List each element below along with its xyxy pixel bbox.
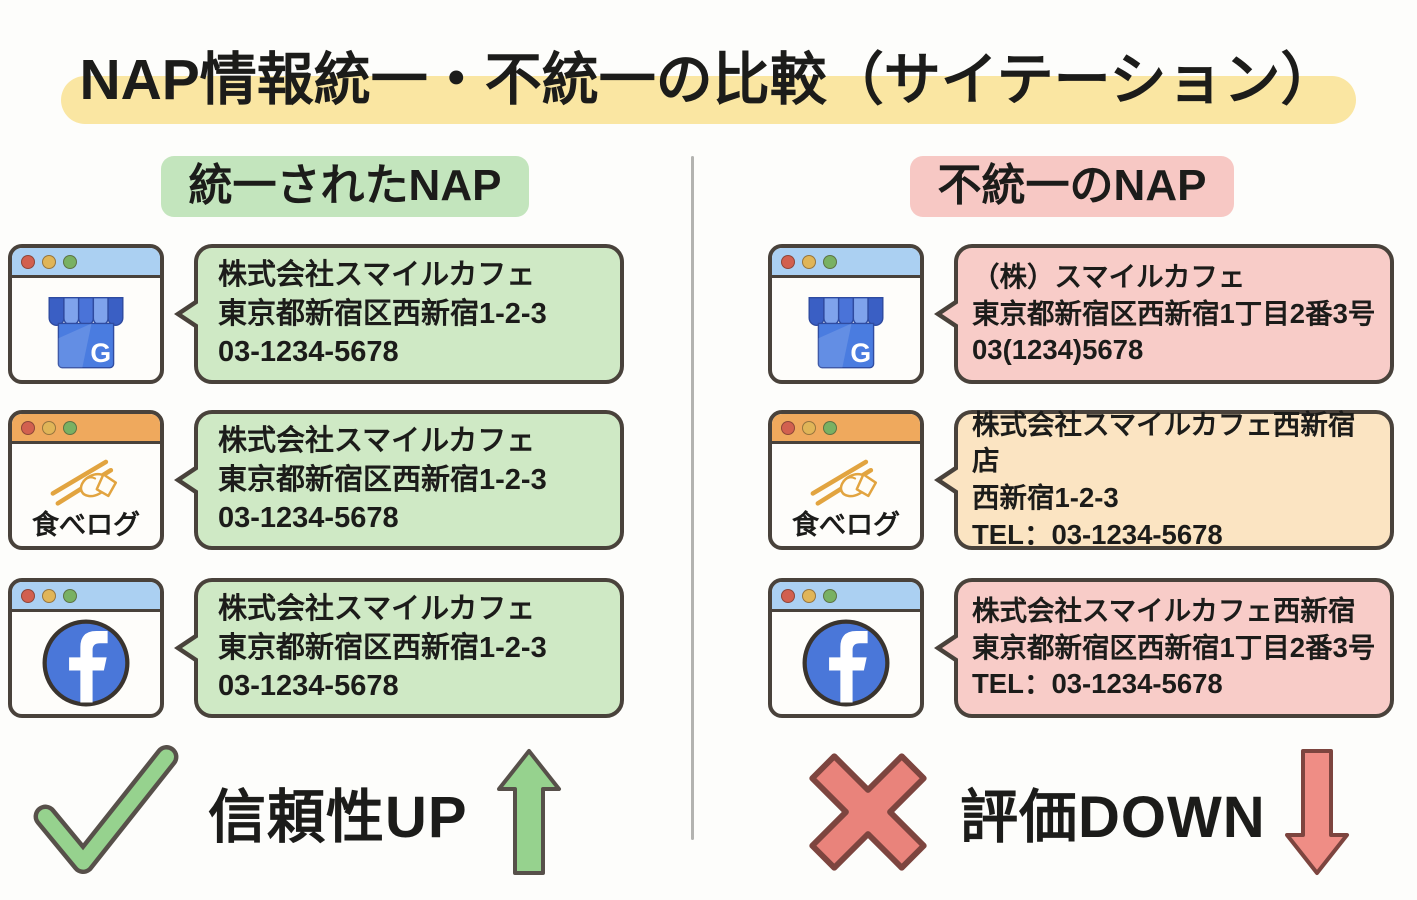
row-unified-facebook: 株式会社スマイルカフェ 東京都新宿区西新宿1-2-3 03-1234-5678 bbox=[8, 578, 624, 718]
window-dot-red-icon bbox=[21, 420, 35, 435]
browser-titlebar bbox=[772, 248, 920, 278]
window-dot-green-icon bbox=[63, 588, 77, 603]
browser-window-google bbox=[8, 244, 164, 384]
window-dot-yellow-icon bbox=[802, 420, 816, 435]
tabelog-chopsticks-icon bbox=[40, 452, 132, 510]
window-dot-red-icon bbox=[21, 254, 35, 269]
nap-phone-line: 03-1234-5678 bbox=[218, 670, 399, 703]
nap-address-line: 西新宿1-2-3 bbox=[972, 482, 1119, 513]
browser-window-facebook bbox=[8, 578, 164, 718]
nap-name-line: 株式会社スマイルカフェ西新宿店 bbox=[972, 408, 1356, 477]
window-dot-green-icon bbox=[63, 254, 77, 269]
window-dot-red-icon bbox=[781, 420, 795, 435]
browser-content bbox=[772, 612, 920, 714]
nap-address-line: 東京都新宿区西新宿1-2-3 bbox=[218, 631, 547, 664]
window-dot-yellow-icon bbox=[802, 588, 816, 603]
browser-titlebar bbox=[12, 248, 160, 278]
unified-nap-badge: 統一されたNAP bbox=[160, 156, 530, 217]
page-title: NAP情報統一・不統一の比較（サイテーション） bbox=[0, 36, 1417, 125]
nap-name-line: 株式会社スマイルカフェ bbox=[218, 593, 536, 626]
inconsistent-nap-badge: 不統一のNAP bbox=[909, 156, 1235, 217]
window-dot-yellow-icon bbox=[802, 254, 816, 269]
trust-up-label: 信頼性UP bbox=[208, 785, 468, 850]
browser-window-tabelog: 食べログ bbox=[8, 410, 164, 550]
inconsistent-verdict: 評価DOWN bbox=[792, 742, 1352, 882]
browser-content bbox=[12, 612, 160, 714]
nap-phone-line: 03-1234-5678 bbox=[218, 336, 399, 369]
rating-down-label: 評価DOWN bbox=[960, 785, 1266, 850]
row-inconsistent-facebook: 株式会社スマイルカフェ西新宿 東京都新宿区西新宿1丁目2番3号 TEL：03-1… bbox=[768, 578, 1394, 718]
browser-titlebar bbox=[12, 582, 160, 612]
nap-address-line: 東京都新宿区西新宿1-2-3 bbox=[218, 297, 547, 330]
title-highlight bbox=[61, 76, 1356, 125]
facebook-icon bbox=[39, 616, 133, 710]
nap-phone-line: TEL：03-1234-5678 bbox=[972, 668, 1223, 700]
nap-phone-line: TEL：03-1234-5678 bbox=[972, 518, 1223, 550]
nap-name-line: （株）スマイルカフェ bbox=[972, 261, 1246, 293]
browser-content bbox=[12, 278, 160, 380]
tabelog-logo-text: 食べログ bbox=[792, 509, 900, 540]
nap-phone-line: 03-1234-5678 bbox=[218, 502, 399, 535]
window-dot-green-icon bbox=[823, 420, 837, 435]
browser-window-google bbox=[768, 244, 924, 384]
nap-bubble: 株式会社スマイルカフェ 東京都新宿区西新宿1-2-3 03-1234-5678 bbox=[174, 244, 624, 384]
inconsistent-column-header: 不統一のNAP bbox=[727, 156, 1417, 217]
browser-content bbox=[772, 278, 920, 380]
window-dot-green-icon bbox=[823, 254, 837, 269]
nap-name-line: 株式会社スマイルカフェ bbox=[218, 259, 536, 292]
nap-address-line: 東京都新宿区西新宿1丁目2番3号 bbox=[972, 297, 1376, 329]
row-inconsistent-tabelog: 食べログ 株式会社スマイルカフェ西新宿店 西新宿1-2-3 TEL：03-123… bbox=[768, 408, 1394, 550]
google-business-icon bbox=[38, 283, 134, 375]
window-dot-red-icon bbox=[781, 588, 795, 603]
browser-content: 食べログ bbox=[772, 444, 920, 546]
browser-content: 食べログ bbox=[12, 444, 160, 546]
google-business-icon bbox=[798, 283, 894, 375]
window-dot-yellow-icon bbox=[42, 588, 56, 603]
window-dot-yellow-icon bbox=[42, 254, 56, 269]
nap-bubble: （株）スマイルカフェ 東京都新宿区西新宿1丁目2番3号 03(1234)5678 bbox=[934, 244, 1394, 384]
nap-address-line: 東京都新宿区西新宿1丁目2番3号 bbox=[972, 631, 1376, 663]
nap-bubble: 株式会社スマイルカフェ西新宿 東京都新宿区西新宿1丁目2番3号 TEL：03-1… bbox=[934, 578, 1394, 718]
nap-bubble: 株式会社スマイルカフェ 東京都新宿区西新宿1-2-3 03-1234-5678 bbox=[174, 410, 624, 550]
browser-titlebar bbox=[772, 414, 920, 444]
nap-name-line: 株式会社スマイルカフェ西新宿 bbox=[972, 595, 1356, 627]
window-dot-red-icon bbox=[21, 588, 35, 603]
nap-name-line: 株式会社スマイルカフェ bbox=[218, 425, 536, 458]
nap-address-line: 東京都新宿区西新宿1-2-3 bbox=[218, 463, 547, 496]
row-unified-google: 株式会社スマイルカフェ 東京都新宿区西新宿1-2-3 03-1234-5678 bbox=[8, 244, 624, 384]
browser-titlebar bbox=[772, 582, 920, 612]
unified-column-header: 統一されたNAP bbox=[0, 156, 690, 217]
arrow-up-icon bbox=[494, 747, 564, 877]
nap-bubble: 株式会社スマイルカフェ 東京都新宿区西新宿1-2-3 03-1234-5678 bbox=[174, 578, 624, 718]
facebook-icon bbox=[799, 616, 893, 710]
nap-bubble: 株式会社スマイルカフェ西新宿店 西新宿1-2-3 TEL：03-1234-567… bbox=[934, 408, 1394, 550]
browser-window-facebook bbox=[768, 578, 924, 718]
nap-phone-line: 03(1234)5678 bbox=[972, 334, 1144, 366]
unified-verdict: 信頼性UP bbox=[30, 742, 564, 882]
window-dot-yellow-icon bbox=[42, 420, 56, 435]
cross-icon bbox=[792, 739, 944, 885]
window-dot-green-icon bbox=[63, 420, 77, 435]
row-inconsistent-google: （株）スマイルカフェ 東京都新宿区西新宿1丁目2番3号 03(1234)5678 bbox=[768, 244, 1394, 384]
browser-titlebar bbox=[12, 414, 160, 444]
arrow-down-icon bbox=[1282, 747, 1352, 877]
window-dot-green-icon bbox=[823, 588, 837, 603]
tabelog-logo-text: 食べログ bbox=[32, 509, 140, 540]
tabelog-chopsticks-icon bbox=[800, 452, 892, 510]
row-unified-tabelog: 食べログ 株式会社スマイルカフェ 東京都新宿区西新宿1-2-3 03-1234-… bbox=[8, 410, 624, 550]
title-text: NAP情報統一・不統一の比較（サイテーション） bbox=[79, 48, 1338, 112]
browser-window-tabelog: 食べログ bbox=[768, 410, 924, 550]
column-divider bbox=[691, 156, 694, 840]
window-dot-red-icon bbox=[781, 254, 795, 269]
checkmark-icon bbox=[30, 745, 182, 879]
